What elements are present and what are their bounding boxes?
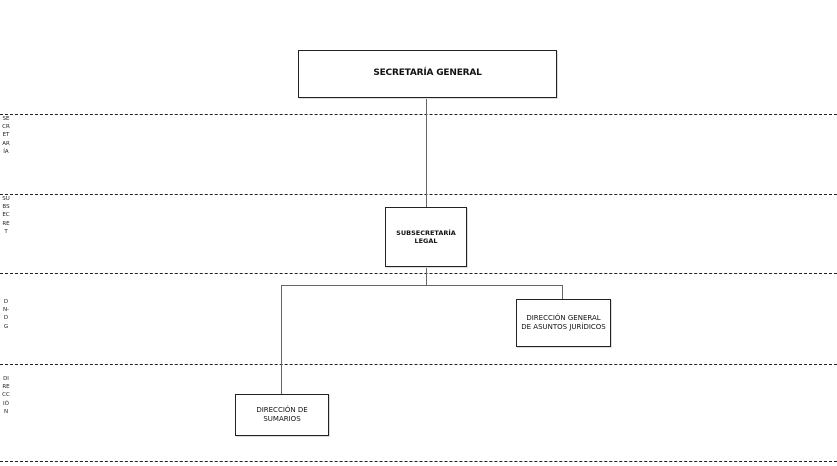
node-direccion-sumarios: DIRECCIÓN DE SUMARIOS [235,394,329,436]
level-separator-5 [0,461,837,462]
row-label-subsecretaria: SUBSECRET [2,196,10,235]
level-separator-1 [0,114,837,115]
row-label-secretaria: SECRETARÍA [2,116,10,155]
node-direccion-sumarios-label: DIRECCIÓN DE SUMARIOS [256,406,308,423]
level-separator-2 [0,194,837,195]
row-label-dn-dg: DN-DG [2,299,10,330]
node-secretaria-general: SECRETARÍA GENERAL [298,50,557,98]
connector-to-asuntos-juridicos [562,285,563,299]
connector-subsecretaria-down [426,266,427,285]
node-direccion-general-asuntos-juridicos: DIRECCIÓN GENERAL DE ASUNTOS JURÍDICOS [516,299,611,347]
node-direccion-general-asuntos-juridicos-label: DIRECCIÓN GENERAL DE ASUNTOS JURÍDICOS [521,314,606,331]
connector-horizontal-bus [281,285,563,286]
row-label-direccion: DIRECCIÓN [2,376,10,415]
connector-secretaria-to-subsecretaria [426,97,427,207]
node-secretaria-general-label: SECRETARÍA GENERAL [373,68,482,79]
level-separator-3 [0,273,837,274]
node-subsecretaria-legal-label: SUBSECRETARÍA LEGAL [396,228,456,245]
node-subsecretaria-legal: SUBSECRETARÍA LEGAL [385,207,467,267]
connector-to-sumarios [281,285,282,394]
level-separator-4 [0,364,837,365]
